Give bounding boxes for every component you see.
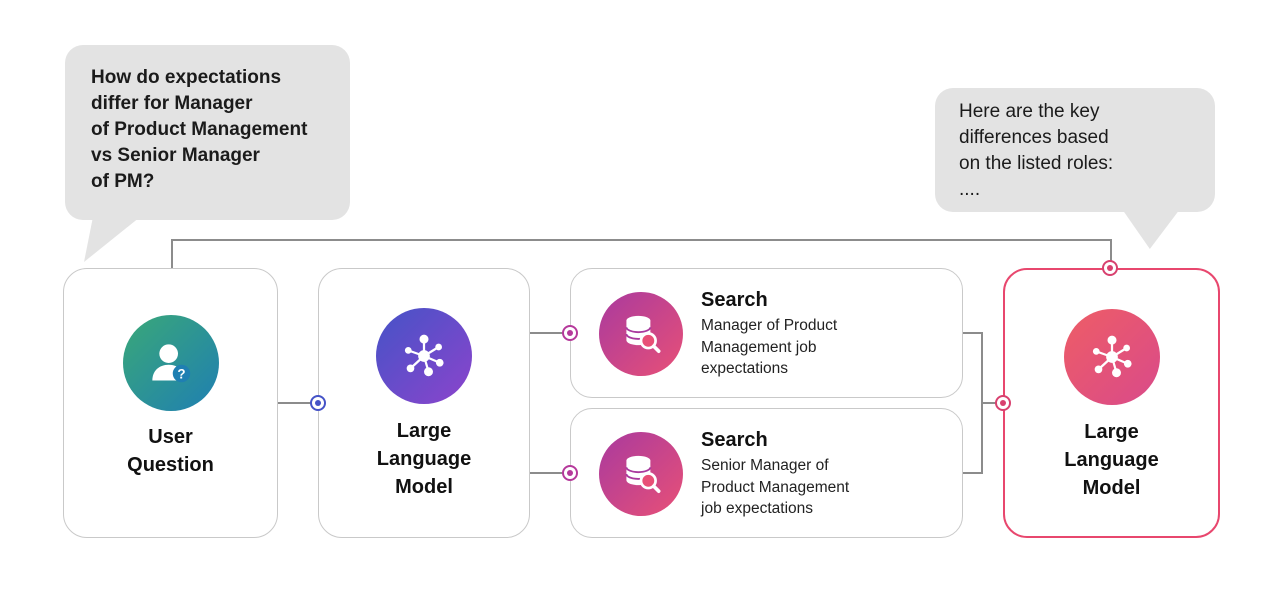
connector-dot-userquestion-llm <box>310 395 326 411</box>
answer-bubble: Here are the key differences based on th… <box>935 88 1215 212</box>
connector-merge-llm2 <box>981 402 1003 404</box>
search-node-bottom: Search Senior Manager of Product Managem… <box>570 408 963 538</box>
connector-dot-answer <box>1102 260 1118 276</box>
search-bottom-query: Senior Manager of Product Management job… <box>701 457 850 517</box>
answer-bubble-text: Here are the key differences based on th… <box>959 101 1114 200</box>
search-top-title: Search <box>701 289 768 311</box>
svg-text:?: ? <box>177 366 185 381</box>
search-node-top: Search Manager of Product Management job… <box>570 268 963 398</box>
search-bottom-text: Search Senior Manager of Product Managem… <box>701 428 873 520</box>
connector-search-bottom-merge <box>963 472 982 474</box>
llm-left-label: Large Language Model <box>376 420 472 498</box>
question-bubble: How do expectations differ for Manager o… <box>65 45 350 220</box>
question-bubble-tail <box>84 217 140 262</box>
connector-userquestion-llm <box>278 402 318 404</box>
search-top-text: Search Manager of Product Management job… <box>701 288 873 380</box>
connector-llm-search-bottom <box>530 472 570 474</box>
network-graph-icon <box>1063 309 1160 405</box>
search-bottom-title: Search <box>701 429 768 451</box>
llm-right-node: Large Language Model <box>1003 268 1220 538</box>
user-question-label: User Question <box>127 426 214 476</box>
connector-llm-search-top <box>530 332 570 334</box>
database-magnifier-icon <box>599 292 683 376</box>
search-top-query: Manager of Product Management job expect… <box>701 317 838 377</box>
llm-left-node: Large Language Model <box>318 268 530 538</box>
connector-answer-left-vertical <box>171 239 173 268</box>
answer-bubble-tail <box>1122 209 1180 249</box>
llm-right-label: Large Language Model <box>1064 421 1159 499</box>
network-graph-icon <box>376 308 472 404</box>
connector-dot-search-bottom <box>562 465 578 481</box>
database-magnifier-icon <box>599 432 683 516</box>
person-question-icon: ? <box>122 315 219 411</box>
user-question-node: ? User Question <box>63 268 278 538</box>
connector-search-top-merge <box>963 332 982 334</box>
connector-dot-search-top <box>562 325 578 341</box>
connector-answer-horizontal <box>171 239 1111 241</box>
connector-dot-llm-right <box>995 395 1011 411</box>
question-bubble-text: How do expectations differ for Manager o… <box>91 67 308 192</box>
connector-answer-right-vertical <box>1110 239 1112 268</box>
